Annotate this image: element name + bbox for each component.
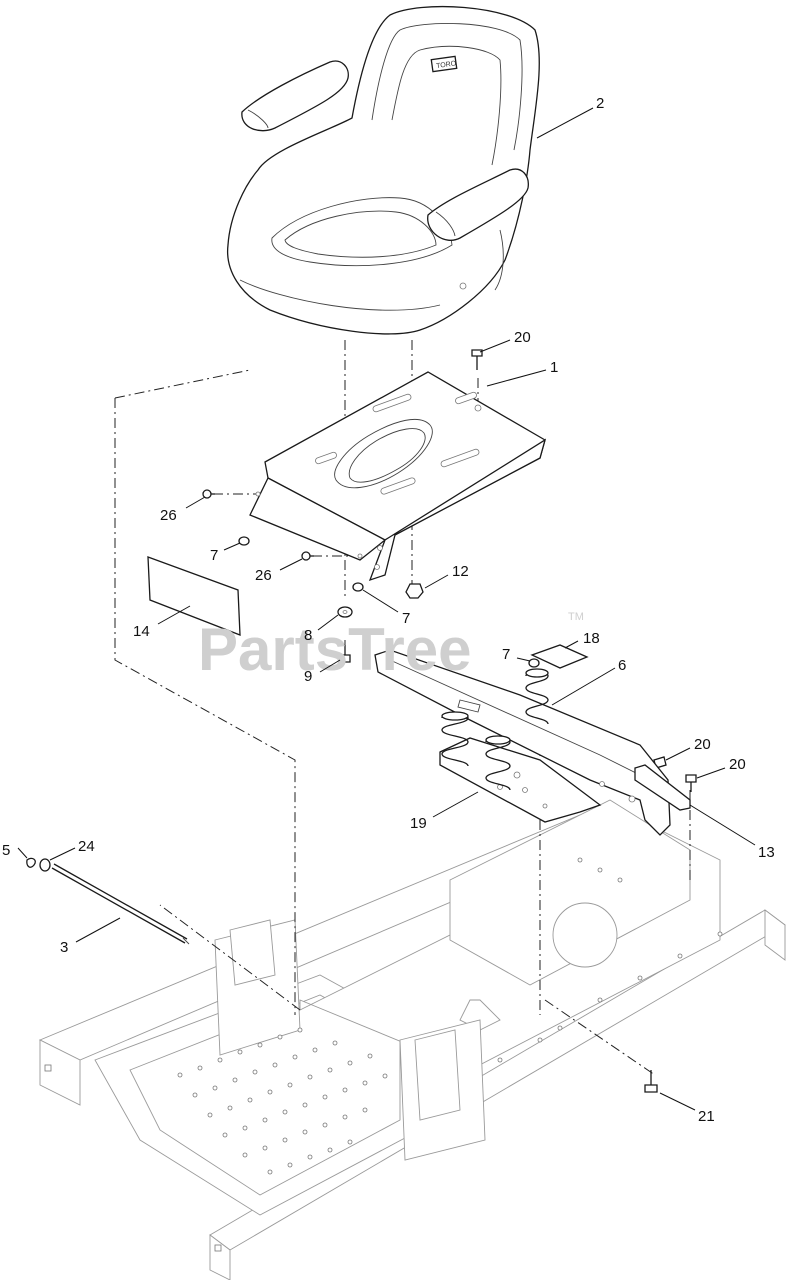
washer-8-icon[interactable] (337, 606, 353, 618)
callout-21[interactable]: 21 (698, 1108, 715, 1125)
callout-5[interactable]: 5 (2, 842, 10, 859)
callout-14[interactable]: 14 (133, 623, 150, 640)
floor-plate-holes (177, 1027, 388, 1175)
washer-7c-icon[interactable] (528, 658, 540, 668)
callout-18[interactable]: 18 (583, 630, 600, 647)
bolt-20c-icon[interactable] (685, 774, 697, 792)
nut-12-icon[interactable] (405, 583, 424, 599)
washer-7a-icon[interactable] (238, 536, 250, 546)
clip-5-icon[interactable] (26, 857, 36, 868)
seat[interactable]: TORO (226, 5, 540, 335)
callout-7a[interactable]: 7 (210, 547, 218, 564)
bolt-21-icon[interactable] (644, 1070, 658, 1093)
suspension-assembly[interactable] (374, 649, 691, 836)
callout-8[interactable]: 8 (304, 627, 312, 644)
spring-left (441, 711, 469, 767)
screw-26b-icon[interactable] (301, 551, 314, 561)
screw-26a-icon[interactable] (202, 489, 215, 499)
decal-18[interactable] (530, 644, 589, 669)
decal-14[interactable] (147, 556, 241, 636)
callout-26b[interactable]: 26 (255, 567, 272, 584)
callout-26a[interactable]: 26 (160, 507, 177, 524)
bolt-9-icon[interactable] (339, 645, 351, 663)
seat-logo: TORO (436, 60, 457, 70)
pivot-rod-3[interactable] (51, 863, 190, 945)
callout-6[interactable]: 6 (618, 657, 626, 674)
callout-12[interactable]: 12 (452, 563, 469, 580)
callout-24[interactable]: 24 (78, 838, 95, 855)
rail-holes (44, 857, 723, 1252)
callout-9[interactable]: 9 (304, 668, 312, 685)
callout-20a[interactable]: 20 (514, 329, 531, 346)
watermark-text: PartsTree (198, 616, 472, 683)
callout-leaders (17, 107, 756, 1111)
bolt-20-top-icon[interactable] (471, 349, 483, 370)
callout-labels: 2 20 1 26 7 26 12 7 14 8 18 7 6 9 20 20 … (2, 95, 775, 1125)
nut-24-icon[interactable] (39, 858, 51, 872)
callout-3[interactable]: 3 (60, 939, 68, 956)
callout-2[interactable]: 2 (596, 95, 604, 112)
callout-19[interactable]: 19 (410, 815, 427, 832)
callout-20b[interactable]: 20 (694, 736, 711, 753)
hardware (26, 349, 697, 1093)
watermark-trademark: TM (568, 611, 584, 623)
spring-right (525, 668, 549, 725)
seat-mounting-plate[interactable] (249, 371, 547, 582)
watermark: PartsTree TM (198, 611, 584, 683)
callout-1[interactable]: 1 (550, 359, 558, 376)
washer-7b-icon[interactable] (352, 582, 364, 592)
frame-assembly (38, 799, 786, 1280)
callout-7b[interactable]: 7 (402, 610, 410, 627)
callout-20c[interactable]: 20 (729, 756, 746, 773)
callout-7c[interactable]: 7 (502, 646, 510, 663)
spring-middle (485, 735, 511, 791)
callout-13[interactable]: 13 (758, 844, 775, 861)
